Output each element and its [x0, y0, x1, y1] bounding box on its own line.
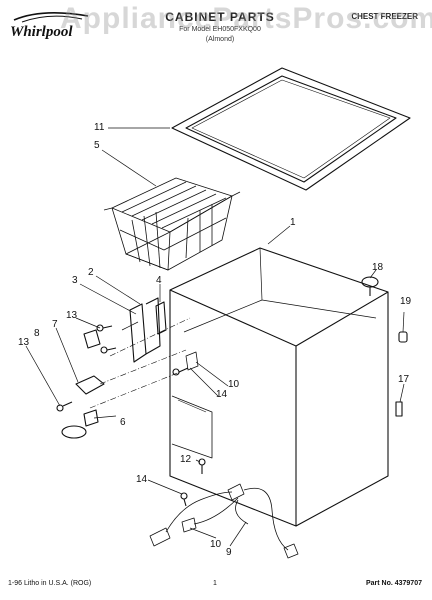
callout-18: 18 — [372, 262, 384, 273]
callout-14-lower: 14 — [136, 474, 148, 485]
hinge-assembly — [121, 297, 167, 363]
page-subtitle: For Model EH050FXKQ00 — [179, 26, 261, 33]
callout-11: 11 — [94, 122, 105, 133]
callout-17: 17 — [398, 374, 410, 385]
brand-logo: Whirlpool — [10, 8, 94, 46]
page-title: CABINET PARTS — [165, 10, 275, 24]
callout-5: 5 — [94, 140, 100, 151]
wiring-harness — [149, 351, 299, 559]
brand-name: Whirlpool — [10, 24, 73, 40]
callout-3: 2 — [88, 267, 94, 278]
callout-2: 3 — [72, 275, 78, 286]
callout-1: 1 — [290, 217, 296, 228]
tube-clamp — [61, 409, 99, 439]
callout-10-upper: 10 — [228, 379, 240, 390]
callout-12: 12 — [180, 454, 192, 465]
callout-19: 19 — [400, 296, 412, 307]
callout-14-upper: 14 — [216, 389, 228, 400]
lid-gasket — [171, 67, 411, 191]
leader-lines — [25, 127, 405, 547]
callout-9: 9 — [226, 547, 232, 558]
callout-10-lower: 10 — [210, 539, 222, 550]
part-number: Part No. 4379707 — [365, 580, 422, 587]
callout-13-upper: 13 — [66, 310, 78, 321]
callout-4: 4 — [156, 275, 162, 286]
side-clip — [395, 401, 403, 417]
callout-7: 7 — [52, 319, 58, 330]
screws — [56, 324, 206, 507]
print-info: 1-96 Litho in U.S.A. (ROG) — [8, 580, 92, 587]
callout-6: 6 — [120, 417, 126, 428]
drain-plug — [398, 331, 408, 343]
wire-basket — [103, 177, 241, 271]
callout-8: 8 — [34, 328, 40, 339]
model-note: (Almond) — [205, 36, 235, 43]
alignment-lines — [89, 317, 191, 409]
logo-swoosh-icon — [13, 12, 89, 23]
callout-13-lower: 13 — [18, 337, 30, 348]
document-type: CHEST FREEZER — [351, 12, 418, 21]
page-number: 1 — [213, 580, 217, 587]
lid-bumper — [361, 276, 379, 296]
cabinet-body — [169, 247, 389, 527]
thermostat-bracket — [75, 329, 105, 395]
